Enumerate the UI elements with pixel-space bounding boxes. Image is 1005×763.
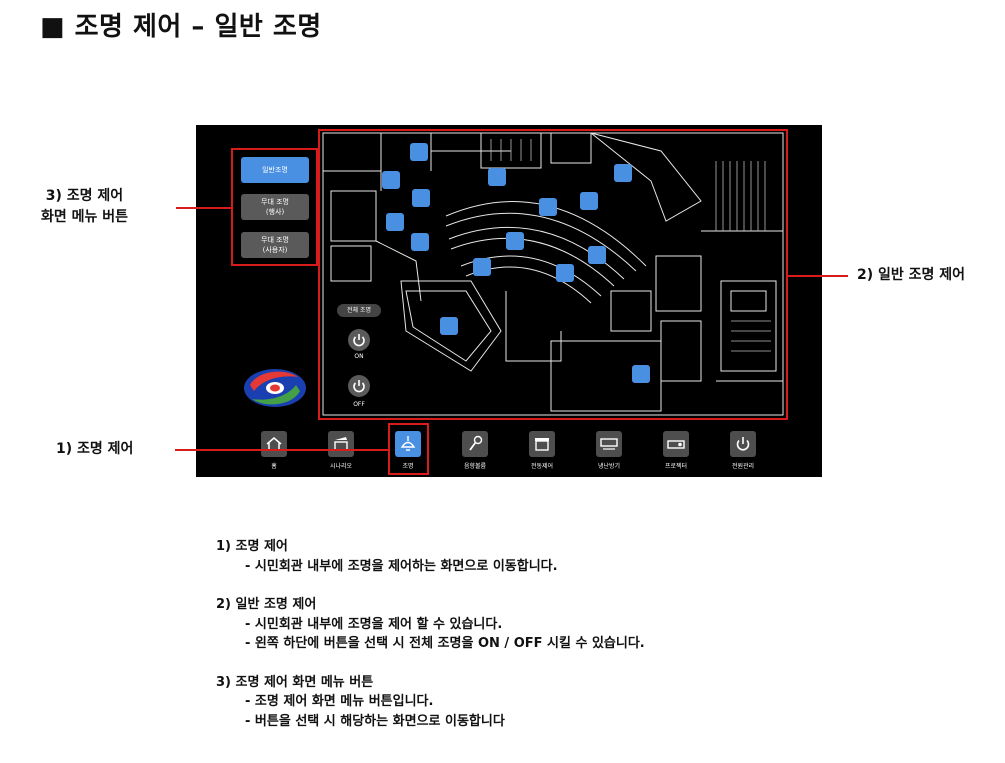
nav-projector-label: 프로젝터 xyxy=(664,463,688,470)
microphone-icon xyxy=(469,435,483,451)
power-icon xyxy=(353,380,365,393)
aircon-icon xyxy=(600,438,618,450)
nav-home-button[interactable] xyxy=(261,431,287,457)
page-title: ■ 조명 제어 – 일반 조명 xyxy=(40,12,322,42)
callout-line-light xyxy=(175,449,388,451)
nav-motor-button[interactable] xyxy=(529,431,555,457)
floor-plan-highlight xyxy=(318,129,788,420)
description-item: 2) 일반 조명 제어 - 시민회관 내부에 조명을 제어 할 수 있습니다. … xyxy=(216,597,645,651)
home-icon xyxy=(266,437,282,451)
floor-plan xyxy=(322,132,784,416)
callout-line-general xyxy=(788,275,848,277)
general-light-menu-button[interactable]: 일반조명 xyxy=(241,157,309,183)
all-light-label: 전체 조명 xyxy=(337,304,381,317)
nav-scenario-button[interactable] xyxy=(328,431,354,457)
lighting-nav-highlight xyxy=(388,423,429,475)
menu-buttons-highlight xyxy=(231,148,318,266)
callout-line-menu xyxy=(176,207,232,209)
nav-home-label: 홈 xyxy=(271,463,277,470)
stage-light-event-menu-button[interactable]: 무대 조명 (행사) xyxy=(241,194,309,220)
callout-menu-buttons: 3) 조명 제어 화면 메뉴 버튼 xyxy=(40,188,129,225)
scenario-icon xyxy=(334,437,348,451)
all-light-on-button[interactable] xyxy=(348,329,370,351)
logo xyxy=(244,369,306,407)
nav-aircon-button[interactable] xyxy=(596,431,622,457)
callout-light-control: 1) 조명 제어 xyxy=(56,441,134,457)
description-item: 3) 조명 제어 화면 메뉴 버튼 - 조명 제어 화면 메뉴 버튼입니다. -… xyxy=(216,674,505,729)
nav-power-label: 전원관리 xyxy=(731,463,755,470)
nav-motor-label: 전동제어 xyxy=(530,463,554,470)
nav-projector-button[interactable] xyxy=(663,431,689,457)
nav-sound-label: 음향볼륨 xyxy=(463,463,487,470)
on-label: ON xyxy=(354,353,364,360)
projector-icon xyxy=(667,440,685,449)
nav-aircon-label: 냉난방기 xyxy=(597,463,621,470)
description-list: 1) 조명 제어 - 시민회관 내부에 조명을 제어하는 화면으로 이동합니다.… xyxy=(216,537,645,750)
all-light-off-button[interactable] xyxy=(348,375,370,397)
nav-sound-button[interactable] xyxy=(462,431,488,457)
nav-power-button[interactable] xyxy=(730,431,756,457)
nav-lighting-button[interactable] xyxy=(395,431,421,457)
lamp-icon xyxy=(400,436,416,451)
power-icon xyxy=(353,334,365,347)
power-icon xyxy=(736,437,750,451)
description-item: 1) 조명 제어 - 시민회관 내부에 조명을 제어하는 화면으로 이동합니다. xyxy=(216,539,558,574)
motor-icon xyxy=(535,438,549,451)
off-label: OFF xyxy=(353,401,365,408)
nav-scenario-label: 시나리오 xyxy=(329,463,353,470)
stage-light-user-menu-button[interactable]: 무대 조명 (사용자) xyxy=(241,232,309,258)
callout-general-light: 2) 일반 조명 제어 xyxy=(857,267,966,283)
nav-lighting-label: 조명 xyxy=(402,463,414,470)
